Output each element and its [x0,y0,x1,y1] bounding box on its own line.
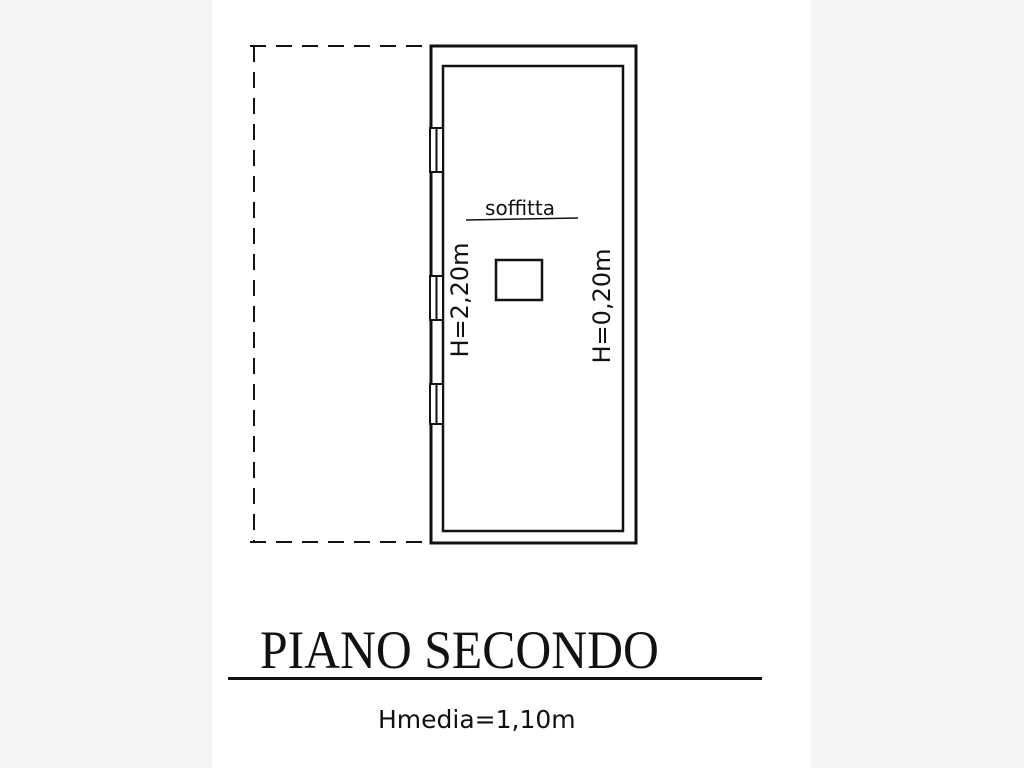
roof-hatch [494,258,544,302]
window-middle [429,275,444,321]
drawing-sheet [212,0,811,768]
window-top [429,127,444,173]
adjacent-area-outline [250,45,428,543]
room-name-underline [465,217,579,221]
floor-title-underline [228,677,762,680]
average-height-label: Hmedia=1,10m [378,705,576,734]
floor-title: PIANO SECONDO [260,620,659,680]
room-name-label: soffitta [485,196,555,220]
window-bottom [429,383,444,425]
height-right-label: H=0,20m [588,249,616,364]
height-left-label: H=2,20m [446,243,474,358]
